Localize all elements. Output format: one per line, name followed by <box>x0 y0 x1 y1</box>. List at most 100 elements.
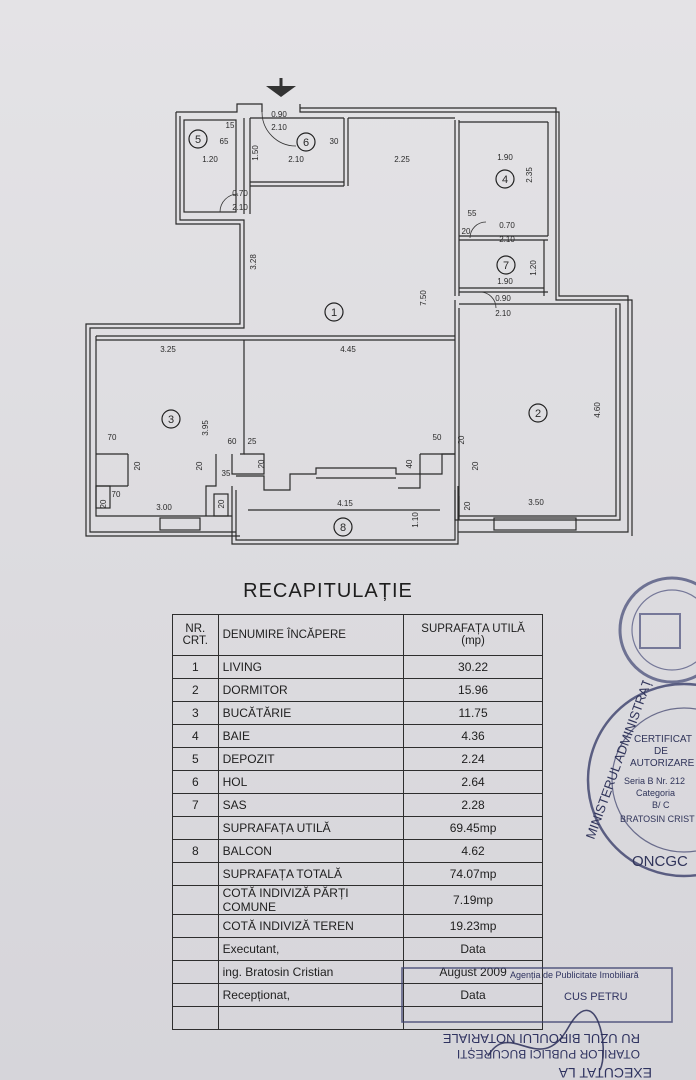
recap-title: RECAPITULAȚIE <box>243 580 413 602</box>
room-marker <box>161 409 181 429</box>
dim-label: 20 <box>471 461 480 470</box>
room-marker <box>496 255 516 275</box>
notary-stamp: Agenția de Publicitate Imobiliară CUS PE… <box>401 967 673 1080</box>
room-marker <box>188 129 208 149</box>
dim-label: 20 <box>257 459 266 468</box>
dim-label: 65 <box>220 137 229 146</box>
stamp-line: B/ C <box>652 800 670 810</box>
room-marker <box>495 169 515 189</box>
stamp-line: AUTORIZARE <box>630 758 695 769</box>
dim-label: 3.95 <box>201 420 210 436</box>
stamp-line: Agenția de Publicitate Imobiliară <box>510 970 639 980</box>
dim-label: 2.25 <box>394 155 410 164</box>
recap-table: NR.CRT. DENUMIRE ÎNCĂPERE SUPRAFAȚA UTIL… <box>172 614 543 1030</box>
dim-label: 2.10 <box>495 309 511 318</box>
entrance-arrow-icon <box>266 86 296 97</box>
room-4-label: 4 <box>502 174 508 186</box>
dim-label: 20 <box>462 227 471 236</box>
table-row-empty <box>172 1006 543 1030</box>
agency-round-stamp <box>618 576 696 684</box>
room-marker <box>528 403 548 423</box>
stamp-line: EXECUTAT LA <box>558 1065 652 1080</box>
room-1-label: 1 <box>331 307 337 319</box>
dim-label: 2.10 <box>288 155 304 164</box>
dim-label: 3.50 <box>528 498 544 507</box>
header-name: DENUMIRE ÎNCĂPERE <box>217 614 405 656</box>
stamp-line: Seria B Nr. 212 <box>624 776 685 786</box>
room-5-label: 5 <box>195 134 201 146</box>
dim-label: 1.90 <box>497 153 513 162</box>
dim-label: 20 <box>217 499 226 508</box>
dim-label: 3.00 <box>156 503 172 512</box>
dim-label: 4.45 <box>340 345 356 354</box>
dim-label: 1.50 <box>251 145 260 161</box>
dim-label: 7.50 <box>419 290 428 306</box>
stamp-line: BRATOSIN CRIST <box>620 814 695 824</box>
dim-label: 70 <box>108 433 117 442</box>
stamp-line: DE <box>654 746 668 757</box>
dim-label: 20 <box>133 461 142 470</box>
room-marker <box>324 302 344 322</box>
header-nr: NR.CRT. <box>172 614 219 656</box>
room-3-label: 3 <box>168 414 174 426</box>
dim-label: 15 <box>226 121 235 130</box>
room-6-label: 6 <box>303 137 309 149</box>
stamp-line: CERTIFICAT <box>634 734 692 745</box>
dim-label: 2.10 <box>232 203 248 212</box>
dim-label: 70 <box>112 490 121 499</box>
stamp-line: OTARILOR PUBLICI BUCUREȘTI <box>457 1047 640 1061</box>
dim-label: 1.20 <box>529 260 538 276</box>
table-header: NR.CRT. DENUMIRE ÎNCĂPERE SUPRAFAȚA UTIL… <box>172 614 543 656</box>
table-row-receptionat: Recepționat,Data <box>172 983 543 1007</box>
dim-label: 25 <box>248 437 257 446</box>
dim-label: 20 <box>99 499 108 508</box>
dim-label: 0.90 <box>495 294 511 303</box>
dim-label: 2.35 <box>525 167 534 183</box>
stamp-line: RU UZUL BIROULUI NOTARIALE <box>442 1031 640 1046</box>
header-area: SUPRAFAȚA UTILĂ(mp) <box>403 614 543 656</box>
dim-label: 1.20 <box>202 155 218 164</box>
dim-label: 30 <box>330 137 339 146</box>
dim-label: 60 <box>228 437 237 446</box>
room-marker <box>296 132 316 152</box>
room-marker <box>333 517 353 537</box>
room-7-label: 7 <box>503 260 509 272</box>
dim-label: 4.60 <box>593 402 602 418</box>
ministry-certificate-stamp: CERTIFICAT DE AUTORIZARE Seria B Nr. 212… <box>583 680 696 878</box>
room-2-label: 2 <box>535 408 541 420</box>
dim-label: 40 <box>405 459 414 468</box>
dim-label: 1.10 <box>411 512 420 528</box>
dim-label: 20 <box>195 461 204 470</box>
outer-wall <box>176 103 263 113</box>
dim-label: 2.10 <box>271 123 287 132</box>
dim-label: 3.25 <box>160 345 176 354</box>
stamp-line: ONCGC <box>632 853 688 870</box>
dim-label: 35 <box>222 469 231 478</box>
dim-label: 1.90 <box>497 277 513 286</box>
dim-label: 3.28 <box>249 254 258 270</box>
floor-plan: 1 2 3 4 5 6 7 8 0.90 2.10 15 65 30 2.10 … <box>85 78 633 545</box>
dim-label: 2.10 <box>499 235 515 244</box>
dim-label: 0.90 <box>271 110 287 119</box>
dim-label: 20 <box>457 435 466 444</box>
stamp-line: CUS PETRU <box>564 991 628 1003</box>
dim-label: 20 <box>463 501 472 510</box>
dim-label: 0.70 <box>499 221 515 230</box>
dim-label: 4.15 <box>337 499 353 508</box>
dim-label: 55 <box>468 209 477 218</box>
signature <box>487 1009 605 1071</box>
